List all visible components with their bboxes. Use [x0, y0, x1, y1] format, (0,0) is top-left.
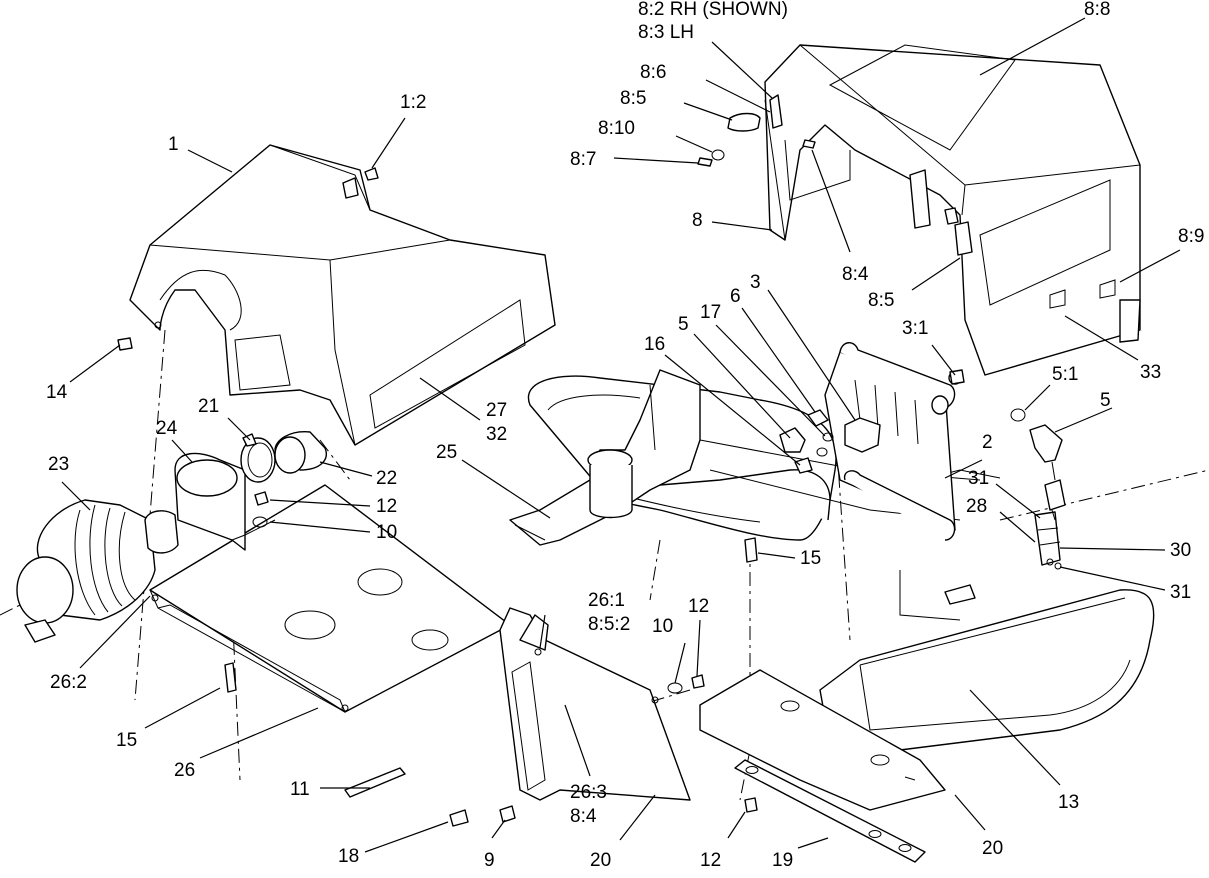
callout-8-5-side: 8:5 — [868, 290, 894, 311]
callout-16: 16 — [644, 334, 665, 355]
callout-24: 24 — [156, 418, 178, 439]
manifold-part-2 — [824, 342, 956, 541]
band-part-24 — [174, 452, 276, 551]
callout-9: 9 — [484, 850, 495, 871]
leader-lines — [61, 17, 1181, 853]
mount-part-25 — [509, 369, 701, 546]
callout-32: 32 — [486, 424, 507, 445]
tube-part-22 — [274, 431, 327, 474]
callout-26-2: 26:2 — [50, 672, 87, 693]
callout-8-6: 8:6 — [640, 62, 666, 83]
callout-10-lower: 10 — [652, 616, 673, 637]
callout-26: 26 — [174, 760, 195, 781]
callout-8-9: 8:9 — [1178, 226, 1204, 247]
callout-5-1: 5:1 — [1052, 364, 1078, 385]
callout-15-lower: 15 — [116, 730, 137, 751]
callout-3-1: 3:1 — [902, 318, 928, 339]
callout-12-upper: 12 — [376, 496, 397, 517]
callout-8-5-2: 8:5:2 — [588, 614, 630, 635]
callout-13: 13 — [1058, 792, 1079, 813]
callout-17: 17 — [700, 302, 721, 323]
fittings — [779, 371, 1066, 570]
fender-part-20 — [819, 589, 1155, 751]
callout-10-upper: 10 — [376, 522, 397, 543]
callout-11: 11 — [290, 779, 310, 800]
callout-8-4-lower: 8:4 — [570, 806, 597, 827]
callout-15-upper: 15 — [800, 548, 821, 569]
callout-5-left: 5 — [678, 314, 689, 335]
callout-28: 28 — [966, 496, 987, 517]
callout-18: 18 — [338, 846, 359, 867]
callout-14: 14 — [46, 382, 68, 403]
callout-33: 33 — [1140, 362, 1161, 383]
callout-22: 22 — [376, 468, 397, 489]
mount-plate-part-20 — [699, 669, 946, 811]
callout-21: 21 — [198, 396, 219, 417]
callout-31-lower: 31 — [1170, 582, 1191, 603]
callout-26-3: 26:3 — [570, 782, 607, 803]
callout-23: 23 — [48, 454, 69, 475]
hardware — [117, 167, 965, 827]
callout-1: 1 — [168, 134, 179, 155]
callout-8-3: 8:3 LH — [638, 22, 694, 43]
bar-part-19 — [734, 759, 926, 863]
callout-12-lower: 12 — [700, 850, 721, 871]
callout-8-5-top: 8:5 — [620, 88, 646, 109]
callout-27: 27 — [486, 400, 507, 421]
callout-8-7: 8:7 — [570, 149, 596, 170]
callout-20-right: 20 — [982, 838, 1003, 859]
callout-31-upper: 31 — [968, 468, 989, 489]
block-part-3 — [844, 417, 881, 453]
callout-20-left: 20 — [590, 850, 611, 871]
air-cleaner-part-23 — [16, 499, 179, 643]
hood-part-8 — [697, 44, 1141, 376]
callout-8-2: 8:2 RH (SHOWN) — [638, 0, 788, 20]
callout-25: 25 — [436, 442, 457, 463]
callout-1-2: 1:2 — [400, 92, 426, 113]
clamp-part-21 — [240, 433, 276, 483]
callout-26-1: 26:1 — [588, 590, 625, 611]
shroud-part-1 — [129, 144, 556, 446]
callout-8-8: 8:8 — [1084, 0, 1110, 20]
callout-8: 8 — [692, 210, 703, 231]
callout-8-10: 8:10 — [598, 118, 635, 139]
callout-6: 6 — [730, 286, 741, 307]
callout-19: 19 — [772, 850, 793, 871]
callout-5-right: 5 — [1100, 390, 1111, 411]
callout-8-4-upper: 8:4 — [842, 264, 869, 285]
callout-3: 3 — [750, 272, 761, 293]
callout-2: 2 — [982, 432, 993, 453]
callout-30: 30 — [1170, 540, 1191, 561]
callout-12-middle: 12 — [688, 596, 709, 617]
callout-labels: 1 1:2 14 21 24 23 12 10 22 27 32 25 16 5… — [46, 0, 1204, 871]
